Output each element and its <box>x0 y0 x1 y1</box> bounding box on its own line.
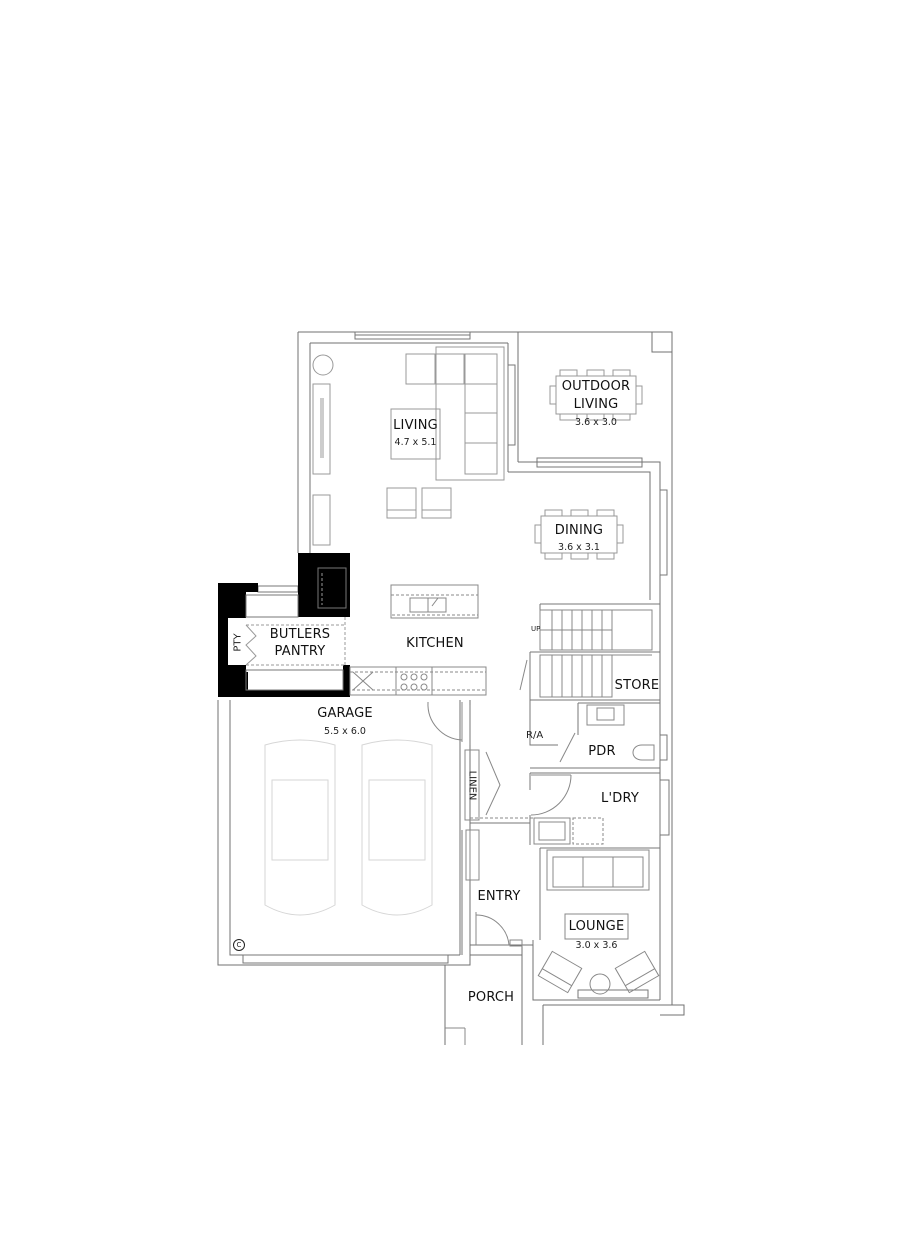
staircase <box>519 609 653 698</box>
room-label-garage: GARAGE <box>317 706 373 721</box>
return-air-annotation: R/A <box>526 730 544 741</box>
room-dims-lounge: 3.0 x 3.6 <box>575 940 618 951</box>
room-label-linen: LINEN <box>466 770 478 801</box>
dining-table <box>534 509 624 560</box>
room-label-living: LIVING <box>393 418 438 433</box>
living-furniture <box>312 346 505 546</box>
room-dims-garage: 5.5 x 6.0 <box>324 726 366 737</box>
garage-cars <box>264 739 433 916</box>
room-label-dining: DINING <box>554 523 604 538</box>
solid-walls <box>218 553 350 697</box>
room-dims-dining: 3.6 x 3.1 <box>558 542 600 553</box>
room-label-outdoor-living-1: OUTDOOR <box>561 379 631 394</box>
lounge-furniture <box>537 849 660 995</box>
interior-walls <box>461 603 660 955</box>
windows <box>242 331 670 999</box>
room-label-butlers-pantry-1: BUTLERS <box>269 627 331 642</box>
room-label-outdoor-living-2: LIVING <box>573 397 619 412</box>
doors <box>427 701 523 947</box>
room-label-porch: PORCH <box>467 990 515 1005</box>
room-label-kitchen: KITCHEN <box>406 636 464 651</box>
laundry-fixtures <box>470 774 604 845</box>
linen-cupboard <box>464 749 501 881</box>
room-dims-outdoor-living: 3.6 x 3.0 <box>575 417 617 428</box>
room-label-pty: PTY <box>232 633 244 652</box>
room-label-butlers-pantry-2: PANTRY <box>274 644 326 659</box>
room-label-pdr: PDR <box>588 744 616 759</box>
room-label-entry: ENTRY <box>477 889 521 904</box>
room-label-store: STORE <box>614 678 660 693</box>
kitchen-island <box>349 584 487 696</box>
room-label-laundry: L'DRY <box>601 791 639 806</box>
room-dims-living: 4.7 x 5.1 <box>394 437 437 448</box>
pdr-fixtures <box>559 704 655 763</box>
stair-up-annotation: UP <box>531 625 541 633</box>
outdoor-table <box>549 369 643 421</box>
room-label-lounge: LOUNGE <box>568 919 625 934</box>
copyright-icon: C <box>233 939 245 951</box>
